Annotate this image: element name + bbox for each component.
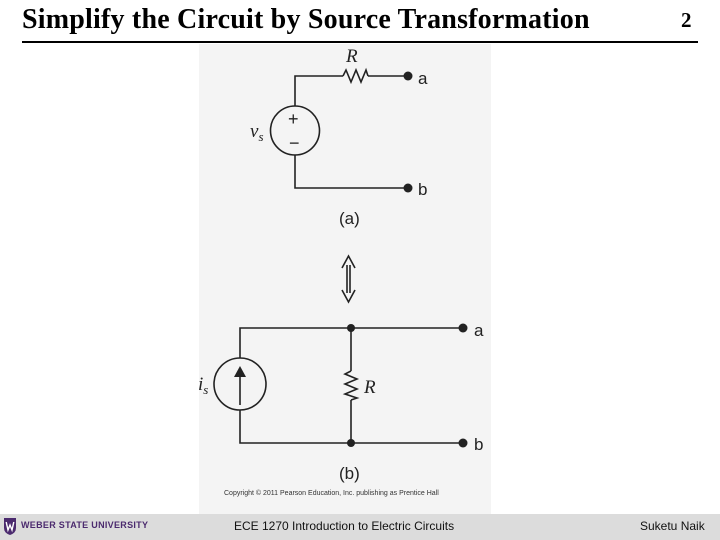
circuit-b-current-source	[213, 357, 267, 411]
course-title: ECE 1270 Introduction to Electric Circui…	[234, 519, 455, 533]
circuit-a-plus-sign: +	[288, 109, 299, 129]
circuit-a-minus-sign: −	[289, 133, 300, 153]
current-arrowhead-icon	[234, 366, 246, 377]
circuit-a-source-label: vs	[250, 121, 264, 144]
slide-title: Simplify the Circuit by Source Transform…	[22, 4, 590, 35]
circuit-b-terminal-b-label: b	[474, 435, 483, 454]
circuit-b-resistor-label: R	[363, 377, 376, 398]
university-name: WEBER STATE UNIVERSITY	[21, 520, 149, 530]
circuit-b-terminal-b-dot	[458, 438, 468, 448]
wsu-logo-icon	[4, 518, 16, 535]
circuit-b-source-label: is	[198, 374, 208, 397]
circuit-b-caption: (b)	[339, 464, 360, 483]
circuit-a-terminal-a-label: a	[418, 69, 428, 88]
author-name: Suketu Naik	[640, 519, 705, 533]
circuit-a-wiring	[294, 75, 408, 189]
circuit-a-terminal-b-dot	[403, 183, 413, 193]
double-arrow-icon	[341, 254, 356, 304]
figure-background	[199, 44, 491, 514]
circuit-b-wiring	[239, 327, 463, 444]
circuit-b-terminal-a-label: a	[474, 321, 484, 340]
circuit-b-top-node-dot	[347, 324, 355, 332]
footer-bar: WEBER STATE UNIVERSITY ECE 1270 Introduc…	[0, 514, 720, 540]
circuit-b-bottom-node-dot	[347, 439, 355, 447]
circuit-a-terminal-b-label: b	[418, 180, 427, 199]
circuit-b-terminal-a-dot	[458, 323, 468, 333]
circuit-a-terminal-a-dot	[403, 71, 413, 81]
copyright-notice: Copyright © 2011 Pearson Education, Inc.…	[224, 490, 439, 497]
circuit-a-caption: (a)	[339, 209, 360, 228]
circuit-b-resistor	[342, 370, 360, 401]
circuit-a-voltage-source	[269, 105, 321, 156]
circuit-a-resistor	[342, 67, 369, 85]
slide-number: 2	[681, 8, 692, 32]
circuit-a-resistor-label: R	[345, 46, 358, 67]
title-divider	[22, 41, 698, 43]
